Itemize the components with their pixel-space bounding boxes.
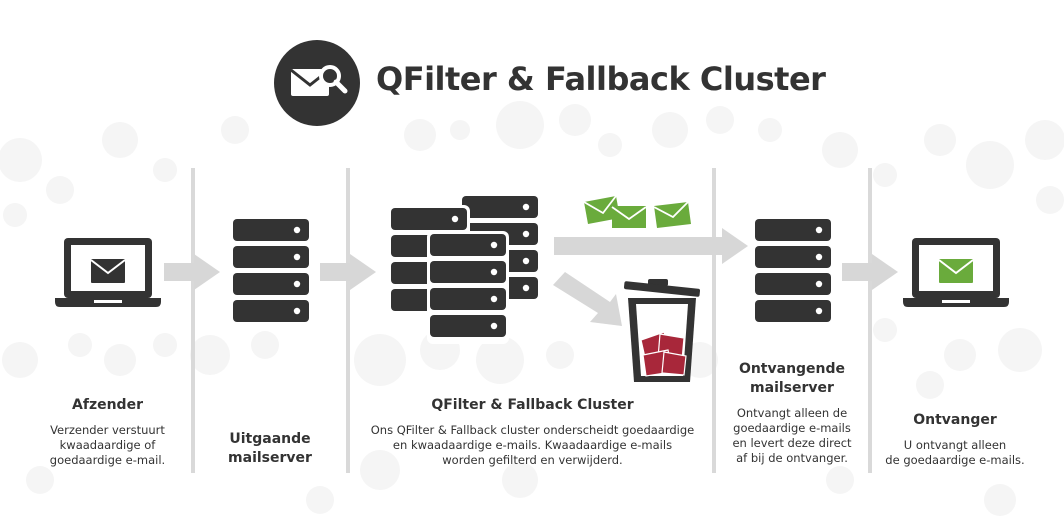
arrow-down-right-icon (553, 272, 622, 326)
stage-divider (191, 168, 195, 473)
good-mail-envelope-icon (611, 206, 647, 228)
logo-mail-search-icon (274, 40, 360, 126)
outgoing-server-icon (233, 219, 309, 322)
sender-envelope-icon (90, 259, 126, 283)
stage-divider (868, 168, 872, 473)
sender-heading: Afzender (72, 397, 143, 413)
good-mail-envelope-icon (653, 201, 691, 228)
good-mail-envelope-icon (583, 195, 620, 224)
cluster-heading: QFilter & Fallback Cluster (431, 397, 634, 413)
receiver-envelope-icon (938, 259, 974, 283)
outgoing-server-heading: Uitgaande mailserver (228, 431, 312, 466)
arrow-right-icon (320, 254, 376, 290)
arrow-right-icon (554, 228, 748, 264)
arrow-right-icon (164, 254, 220, 290)
receiver-description: U ontvangt alleen de goedaardige e-mails… (885, 438, 1025, 467)
cluster-server-front-icon (427, 231, 509, 344)
receiving-server-heading: Ontvangende mailserver (738, 361, 846, 396)
sender-description: Verzender verstuurt kwaadaardige of goed… (49, 423, 166, 467)
arrow-right-icon (842, 254, 898, 290)
cluster-description: Ons QFilter & Fallback cluster ondersche… (370, 423, 695, 467)
receiving-server-description: Ontvangt alleen de goedaardige e-mails e… (732, 406, 852, 465)
stage-divider (712, 168, 716, 473)
bad-mail-envelope-icon (640, 331, 687, 377)
receiver-heading: Ontvanger (913, 412, 997, 428)
receiving-server-icon (755, 219, 831, 322)
page-title: QFilter & Fallback Cluster (376, 60, 826, 98)
stage-divider (346, 168, 350, 473)
